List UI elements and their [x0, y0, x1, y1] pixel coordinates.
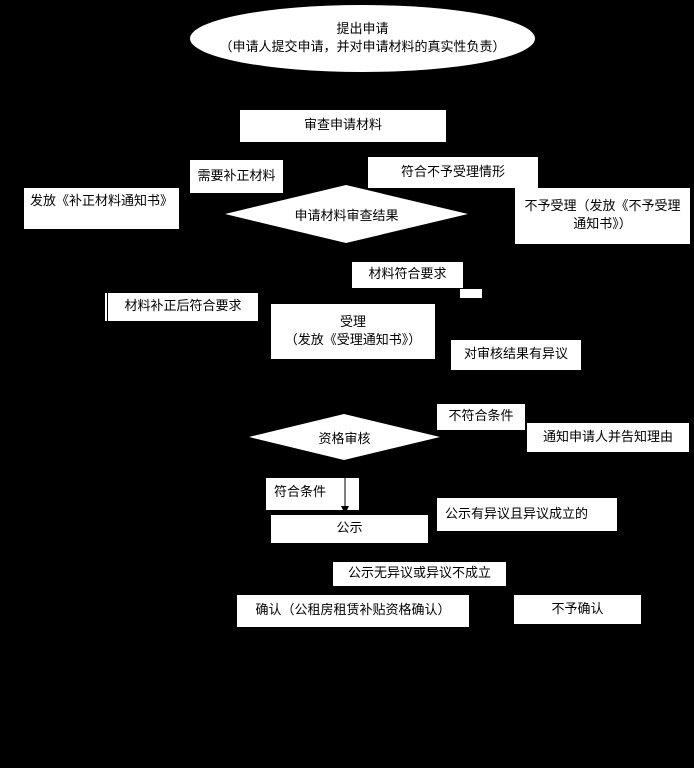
- publicity-no-objection-label: 公示无异议或异议不成立: [331, 562, 506, 586]
- start-node: 提出申请 （申请人提交申请，并对申请材料的真实性负责）: [190, 5, 535, 72]
- confirm-box: 确认（公租房租赁补贴资格确认）: [237, 595, 469, 627]
- notify-reason-box: 通知申请人并告知理由: [527, 423, 689, 452]
- reject-box: 不予受理（发放《不予受理 通知书》）: [515, 188, 690, 244]
- accept-line1: 受理: [339, 314, 366, 330]
- qualified-label: 符合条件: [266, 478, 359, 510]
- qualification-label: 资格审核: [318, 431, 371, 447]
- not-qualified-label: 不符合条件: [437, 404, 525, 430]
- reject-line2: 通知书》）: [573, 217, 632, 232]
- supplemented-ok-label: 材料补正后符合要求: [104, 293, 258, 321]
- accept-box: 受理 （发放《受理通知书》）: [271, 304, 435, 359]
- start-subtitle: （申请人提交申请，并对申请材料的真实性负责）: [219, 39, 506, 55]
- publicity-objection-label: 公示有异议且异议成立的: [437, 498, 617, 531]
- materials-decision-diamond: [225, 185, 468, 243]
- review-materials-box: 审查申请材料: [240, 110, 446, 142]
- qualification-diamond: [249, 414, 440, 460]
- not-confirm-box: 不予确认: [514, 595, 641, 624]
- materials-decision-label: 申请材料审查结果: [294, 208, 399, 224]
- supplement-notice-box: 发放《补正材料通知书》: [24, 188, 179, 229]
- materials-ok-label: 材料符合要求: [352, 262, 463, 288]
- publicity-box: 公示: [271, 515, 428, 543]
- objection-label: 对审核结果有异议: [451, 340, 581, 370]
- need-supplement-label: 需要补正材料: [190, 160, 283, 193]
- accept-line2: （发放《受理通知书》）: [284, 332, 422, 348]
- start-title: 提出申请: [336, 21, 389, 37]
- arrow-down-icon: [341, 478, 349, 514]
- reject-condition-label: 符合不予受理情形: [368, 157, 538, 188]
- small-box: [460, 289, 482, 298]
- reject-line1: 不予受理（发放《不予受理: [524, 199, 681, 214]
